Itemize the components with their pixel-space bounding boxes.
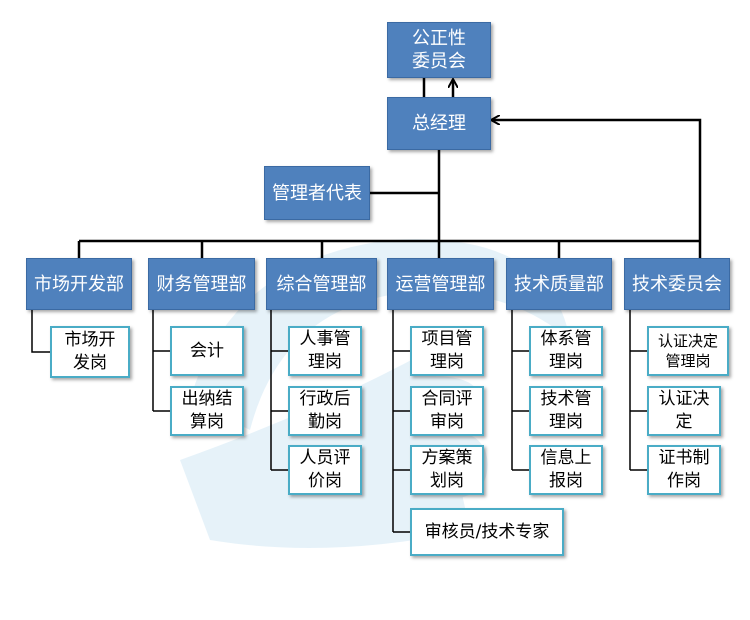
post-node: 认证决定 管理岗: [647, 326, 729, 376]
post-node: 审核员/技术专家: [410, 508, 564, 556]
post-node: 合同评 审岗: [410, 386, 484, 436]
post-node: 体系管 理岗: [529, 326, 603, 376]
dept-node: 技术委员会: [624, 258, 730, 310]
post-node: 证书制 作岗: [647, 445, 721, 495]
committee-node: 公正性 委员会: [387, 22, 491, 78]
dept-node: 技术质量部: [506, 258, 612, 310]
management-rep-node: 管理者代表: [264, 166, 370, 220]
dept-node: 财务管理部: [148, 258, 255, 310]
post-node: 会计: [170, 326, 244, 376]
general-manager-node: 总经理: [387, 97, 491, 150]
post-node: 方案策 划岗: [410, 445, 484, 495]
post-node: 信息上 报岗: [529, 445, 603, 495]
post-node: 人员评 价岗: [288, 445, 362, 495]
post-node: 技术管 理岗: [529, 386, 603, 436]
dept-node: 综合管理部: [266, 258, 377, 310]
post-node: 人事管 理岗: [288, 326, 362, 376]
post-node: 认证决 定: [647, 386, 721, 436]
post-node: 市场开 发岗: [50, 326, 130, 378]
dept-node: 市场开发部: [26, 258, 132, 310]
dept-node: 运营管理部: [387, 258, 494, 310]
post-node: 项目管 理岗: [410, 326, 484, 376]
post-node: 行政后 勤岗: [288, 386, 362, 436]
post-node: 出纳结 算岗: [170, 386, 244, 436]
